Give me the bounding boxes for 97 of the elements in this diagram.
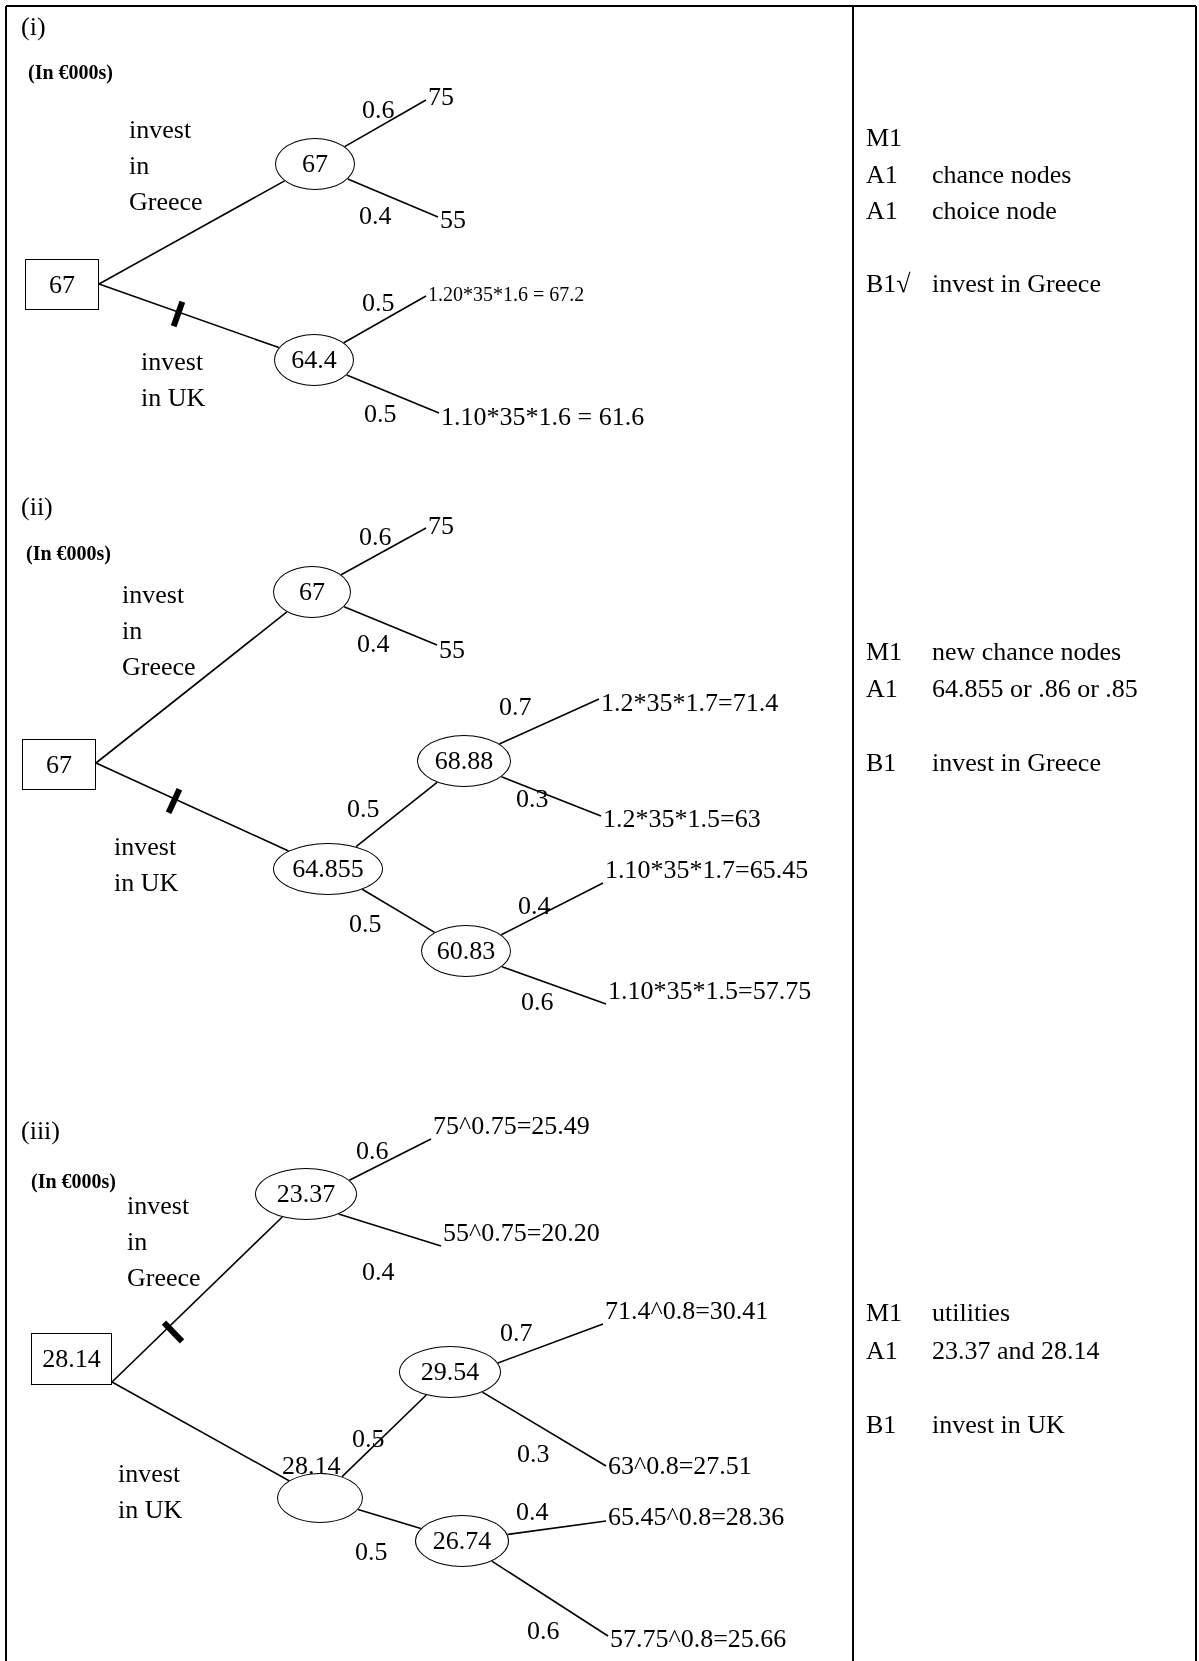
decision-box: 67 [25,259,99,310]
branch-line [497,1323,604,1364]
payoff-value: 55 [440,205,466,235]
payoff-value: 57.75^0.8=25.66 [610,1624,787,1654]
decision-label: invest in Greece [127,1190,202,1294]
branch-line [341,1394,428,1478]
branch-line [498,698,600,745]
branch-line [501,965,607,1005]
payoff-value: 75^0.75=25.49 [433,1111,590,1141]
part-number: (i) [21,12,46,42]
probability-label: 0.5 [347,794,380,824]
decision-label: invest in UK [114,831,180,899]
payoff-value: 71.4^0.8=30.41 [605,1296,769,1326]
probability-label: 0.7 [499,692,532,722]
probability-label: 0.4 [357,629,390,659]
probability-label: 0.5 [352,1424,385,1454]
mark-comment: chance nodes [932,160,1072,190]
probability-label: 0.5 [364,399,397,429]
payoff-value: 1.10*35*1.7=65.45 [605,855,809,885]
mark-code: A1 [866,674,898,704]
mark-comment: invest in Greece [932,269,1101,299]
probability-label: 0.6 [356,1136,389,1166]
payoff-value: 1.2*35*1.7=71.4 [601,688,779,718]
mark-comment: new chance nodes [932,637,1122,667]
decision-label: invest in UK [118,1458,184,1526]
payoff-value: 55 [439,635,465,665]
mark-code: B1 [866,1410,897,1440]
unit-note: (In €000s) [26,541,111,565]
probability-label: 0.7 [500,1318,533,1348]
mark-comment: 23.37 and 28.14 [932,1336,1100,1366]
probability-label: 0.5 [349,909,382,939]
branch-line [348,1138,432,1182]
payoff-value: 1.10*35*1.5=57.75 [608,976,812,1006]
decision-box: 67 [22,739,96,790]
mark-comment: invest in Greece [932,748,1101,778]
mark-code: A1 [866,196,898,226]
probability-label: 0.6 [527,1616,560,1646]
branch-line [98,180,286,285]
probability-label: 0.6 [359,522,392,552]
mark-code: M1 [866,123,903,153]
branch-line [111,1381,290,1482]
part-number: (ii) [21,492,53,522]
probability-label: 0.6 [362,95,395,125]
branch-line [98,283,280,349]
probability-label: 0.4 [518,891,551,921]
payoff-value: 1.20*35*1.6 = 67.2 [428,282,585,306]
branch-line [361,888,436,934]
probability-label: 0.6 [521,987,554,1017]
probability-label: 0.5 [362,288,395,318]
unit-note: (In €000s) [28,60,113,84]
branch-line [340,527,427,576]
mark-comment: 64.855 or .86 or .85 [932,674,1138,704]
decision-label: invest in Greece [129,114,204,218]
mark-code: M1 [866,1298,903,1328]
branch-line [481,1391,607,1467]
branch-line [95,611,288,764]
mark-code: A1 [866,160,898,190]
mark-comment: invest in UK [932,1410,1065,1440]
branch-line [500,775,602,817]
branch-line [346,178,439,218]
branch-line [491,1560,609,1637]
decision-label: invest in UK [141,346,207,414]
probability-label: 0.3 [516,784,549,814]
branch-line [506,1520,607,1536]
payoff-value: 65.45^0.8=28.36 [608,1502,785,1532]
branch-line [343,99,427,148]
payoff-value: 1.2*35*1.5=63 [603,804,761,834]
decision-label: invest in Greece [122,579,197,683]
branch-line [345,374,440,414]
mark-comment: choice node [932,196,1057,226]
branch-line [95,762,290,852]
payoff-value: 75 [428,82,454,112]
branch-line [343,295,427,344]
probability-label: 0.5 [355,1537,388,1567]
mark-code: M1 [866,637,903,667]
probability-label: 0.4 [516,1497,549,1527]
payoff-value: 75 [428,511,454,541]
branch-line [337,1213,442,1247]
payoff-value: 63^0.8=27.51 [608,1451,752,1481]
node-value: 28.14 [282,1451,341,1481]
probability-label: 0.4 [362,1257,395,1287]
mark-code: B1√ [866,269,911,299]
part-number: (iii) [21,1116,60,1146]
branch-line [343,606,438,646]
payoff-value: 1.10*35*1.6 = 61.6 [441,402,645,432]
decision-box: 28.14 [31,1333,112,1385]
branch-line [500,882,604,936]
branch-line [111,1216,284,1383]
probability-label: 0.4 [359,201,392,231]
payoff-value: 55^0.75=20.20 [443,1218,600,1248]
branch-line [357,1508,422,1530]
branch-line [355,781,438,848]
mark-comment: utilities [932,1298,1010,1328]
probability-label: 0.3 [517,1439,550,1469]
mark-code: A1 [866,1336,898,1366]
unit-note: (In €000s) [31,1169,116,1193]
mark-code: B1 [866,748,897,778]
